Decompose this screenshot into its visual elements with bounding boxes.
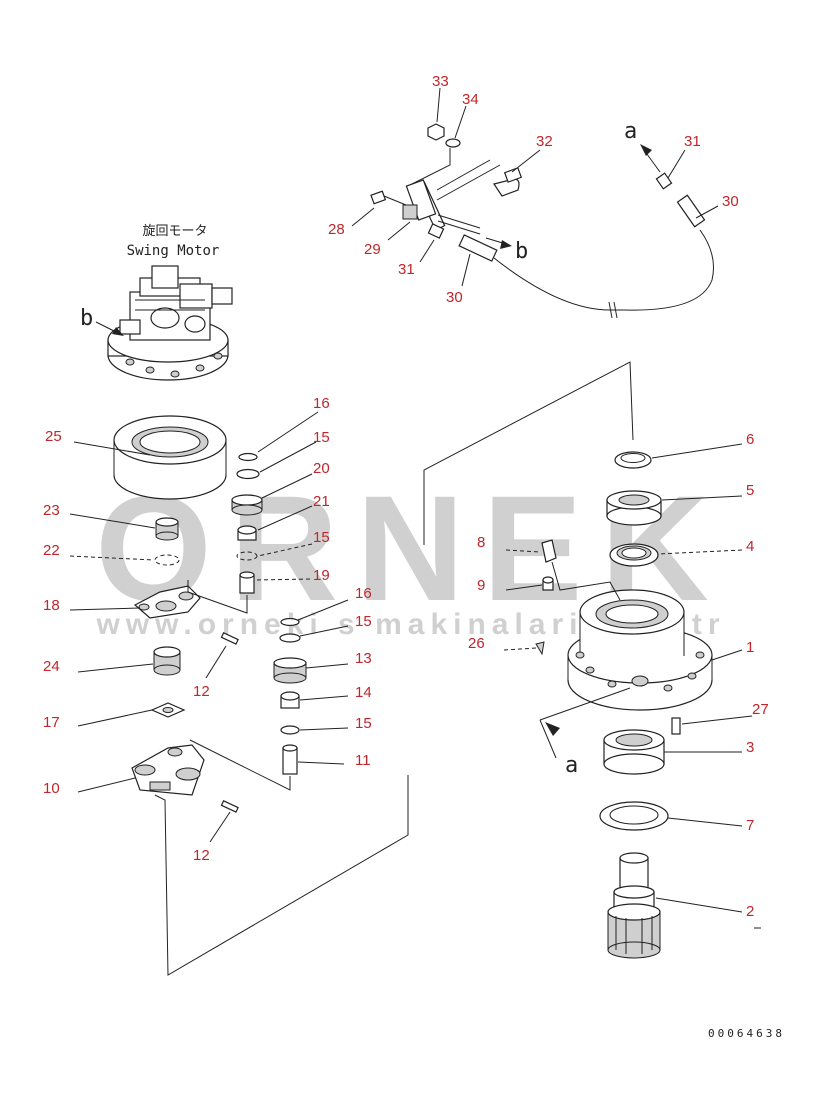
callout-22: 22	[43, 542, 60, 559]
bearing-5	[606, 490, 662, 526]
plate-8	[541, 539, 557, 563]
dowel-pin-27	[671, 717, 681, 735]
callout-16-upper: 16	[313, 395, 330, 412]
callout-18: 18	[43, 597, 60, 614]
callout-16-lower: 16	[355, 585, 372, 602]
callout-28: 28	[328, 221, 345, 238]
callout-1: 1	[746, 639, 754, 656]
carrier-10	[131, 744, 205, 796]
washer-15-a	[236, 468, 260, 480]
callout-leaders	[69, 87, 753, 913]
ring-gear-25	[113, 415, 227, 500]
pin-12-upper	[220, 632, 239, 645]
sun-gear-24	[153, 646, 181, 676]
motor-label-jp: 旋回モータ	[142, 224, 207, 239]
thrust-plate-17	[150, 702, 186, 718]
seal-6	[614, 451, 652, 469]
callout-32: 32	[536, 133, 553, 150]
housing-1	[567, 589, 713, 711]
callout-30-right: 30	[722, 193, 739, 210]
callout-6: 6	[746, 431, 754, 448]
callout-12-upper: 12	[193, 683, 210, 700]
washer-15-c	[279, 633, 301, 643]
callout-10: 10	[43, 780, 60, 797]
callout-13: 13	[355, 650, 372, 667]
callout-26: 26	[468, 635, 485, 652]
arrow-b-label-hose: b	[515, 239, 528, 264]
callout-8: 8	[477, 534, 485, 551]
callout-17: 17	[43, 714, 60, 731]
bearing-21	[237, 525, 257, 541]
swing-motor-illustration: 旋回モータ Swing Motor b	[80, 224, 233, 381]
bearing-3	[603, 729, 665, 775]
arrow-a-label-upper: a	[624, 119, 637, 144]
plug-26	[535, 641, 545, 656]
bearing-race-4	[609, 543, 659, 567]
callout-15-b: 15	[313, 529, 330, 546]
arrow-a-label-lower: a	[565, 753, 578, 778]
thrust-ring-16-upper	[238, 452, 258, 462]
callout-numbers: 33 34 32 28 29 31 30 31 30 16 15 20 21 1…	[43, 73, 769, 920]
callout-2: 2	[746, 903, 754, 920]
callout-30-left: 30	[446, 289, 463, 306]
bearing-20	[231, 494, 263, 516]
washer-15-d	[280, 725, 300, 735]
callout-21: 21	[313, 493, 330, 510]
bearing-14	[280, 691, 300, 709]
arrow-b-label-motor: b	[80, 306, 93, 331]
callout-33: 33	[432, 73, 449, 90]
callout-15-a: 15	[313, 429, 330, 446]
shaft-19	[239, 571, 255, 594]
callout-15-d: 15	[355, 715, 372, 732]
callout-19: 19	[313, 567, 330, 584]
pin-12-lower	[220, 800, 239, 813]
carrier-18	[133, 585, 201, 619]
cover-plate-7	[599, 801, 669, 831]
callout-12-lower: 12	[193, 847, 210, 864]
callout-20: 20	[313, 460, 330, 477]
washer-15-b	[236, 551, 258, 561]
motor-label-en: Swing Motor	[127, 243, 220, 259]
planet-gear-23	[155, 517, 179, 541]
shaft-11	[282, 744, 298, 775]
thrust-washer-22	[154, 554, 180, 566]
callout-7: 7	[746, 817, 754, 834]
drawing-number: 00064638	[708, 1027, 785, 1040]
callout-31-left: 31	[398, 261, 415, 278]
callout-34: 34	[462, 91, 479, 108]
callout-31-right: 31	[684, 133, 701, 150]
callout-15-c: 15	[355, 613, 372, 630]
callout-25: 25	[45, 428, 62, 445]
pinion-shaft-2	[607, 852, 661, 959]
callout-3: 3	[746, 739, 754, 756]
hose-assembly: b a	[370, 119, 714, 319]
callout-24: 24	[43, 658, 60, 675]
gear-13	[273, 657, 307, 684]
callout-11: 11	[355, 752, 371, 769]
callout-9: 9	[477, 577, 485, 594]
callout-5: 5	[746, 482, 754, 499]
callout-4: 4	[746, 538, 754, 555]
callout-14: 14	[355, 684, 372, 701]
plug-9	[542, 576, 554, 591]
callout-29: 29	[364, 241, 381, 258]
callout-27: 27	[752, 701, 769, 718]
callout-23: 23	[43, 502, 60, 519]
thrust-ring-16-lower	[280, 617, 300, 627]
